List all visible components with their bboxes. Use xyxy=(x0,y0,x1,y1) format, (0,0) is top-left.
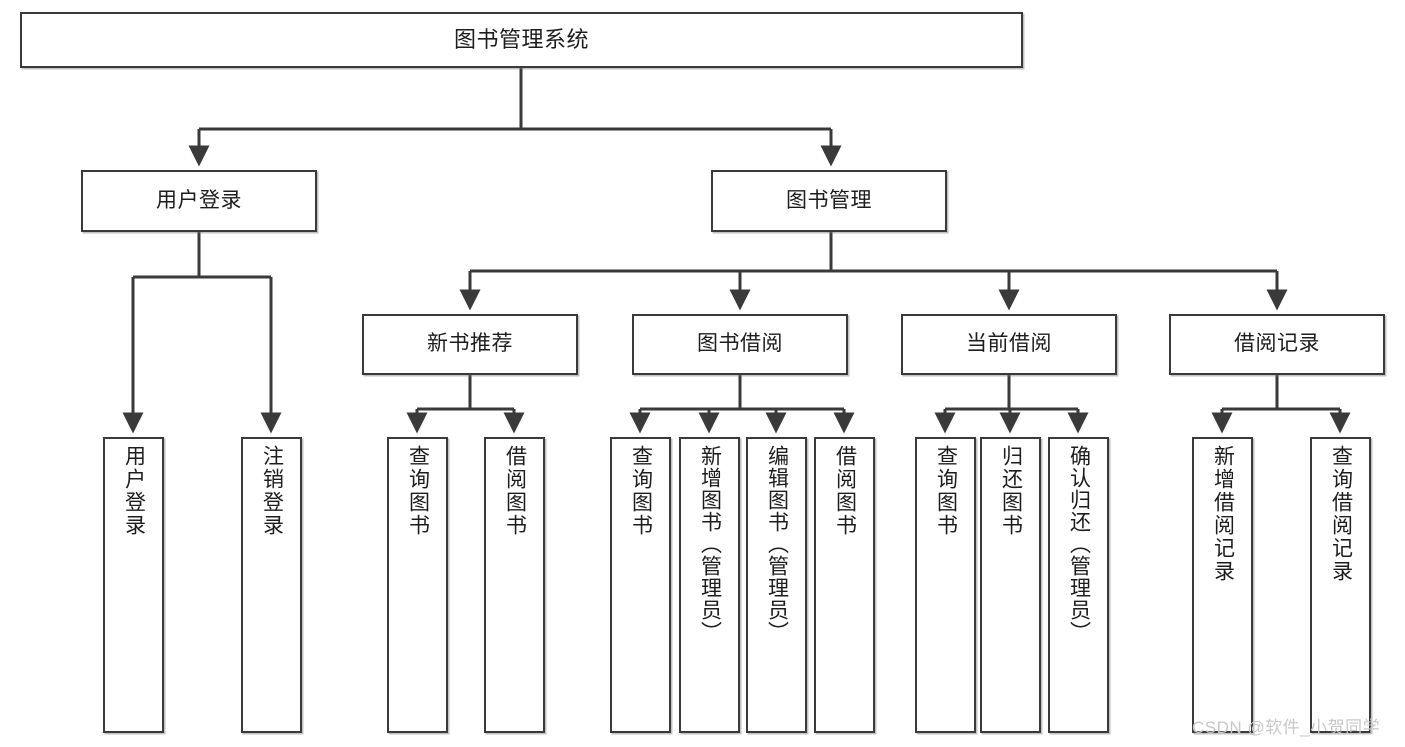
node-user-login[interactable]: 用户登录 xyxy=(81,170,317,232)
node-label: 查询图书 xyxy=(629,445,653,537)
node-label: 查询图书 xyxy=(934,445,958,537)
node-label: 图书借阅 xyxy=(697,332,783,356)
node-leaf-query-book-current[interactable]: 查询图书 xyxy=(915,437,976,733)
node-book-borrow[interactable]: 图书借阅 xyxy=(632,314,848,375)
node-label: 借阅图书 xyxy=(503,445,527,537)
node-label: 用户登录 xyxy=(156,188,242,212)
node-label: 图书管理 xyxy=(786,188,872,212)
node-label: 归还图书 xyxy=(999,445,1023,537)
node-leaf-borrow-book[interactable]: 借阅图书 xyxy=(814,437,875,733)
node-label: 新书推荐 xyxy=(427,332,513,356)
node-label: 查询图书 xyxy=(406,445,430,537)
watermark-text: CSDN @软件_小贺同学 xyxy=(1192,718,1381,737)
node-label: 借阅图书 xyxy=(833,445,857,537)
node-label: 注销登录 xyxy=(260,445,284,537)
node-leaf-user-login[interactable]: 用户登录 xyxy=(103,437,164,733)
node-leaf-logout[interactable]: 注销登录 xyxy=(241,437,302,733)
node-label: 新增借阅记录 xyxy=(1211,445,1235,583)
node-leaf-edit-book-admin[interactable]: 编辑图书（管理员） xyxy=(746,437,807,733)
node-leaf-borrow-book-recommend[interactable]: 借阅图书 xyxy=(484,437,545,733)
node-current-borrow[interactable]: 当前借阅 xyxy=(901,314,1117,375)
node-leaf-query-book-recommend[interactable]: 查询图书 xyxy=(387,437,448,733)
node-leaf-add-borrow-record[interactable]: 新增借阅记录 xyxy=(1192,437,1253,733)
node-label: 图书管理系统 xyxy=(453,27,589,53)
node-label: 编辑图书（管理员） xyxy=(765,445,789,643)
node-root-book-management-system[interactable]: 图书管理系统 xyxy=(20,12,1023,68)
node-leaf-query-book-borrow[interactable]: 查询图书 xyxy=(610,437,671,733)
node-leaf-query-borrow-record[interactable]: 查询借阅记录 xyxy=(1310,437,1371,733)
node-leaf-return-book[interactable]: 归还图书 xyxy=(980,437,1041,733)
node-label: 查询借阅记录 xyxy=(1329,445,1353,583)
node-leaf-confirm-return-admin[interactable]: 确认归还（管理员） xyxy=(1048,437,1109,733)
node-new-book-recommend[interactable]: 新书推荐 xyxy=(362,314,578,375)
node-leaf-add-book-admin[interactable]: 新增图书（管理员） xyxy=(679,437,740,733)
node-borrow-record[interactable]: 借阅记录 xyxy=(1169,314,1385,375)
node-label: 新增图书（管理员） xyxy=(698,445,722,643)
node-book-management[interactable]: 图书管理 xyxy=(711,170,947,232)
node-label: 当前借阅 xyxy=(966,332,1052,356)
node-label: 借阅记录 xyxy=(1234,332,1320,356)
node-label: 确认归还（管理员） xyxy=(1067,445,1091,643)
node-label: 用户登录 xyxy=(122,445,146,537)
